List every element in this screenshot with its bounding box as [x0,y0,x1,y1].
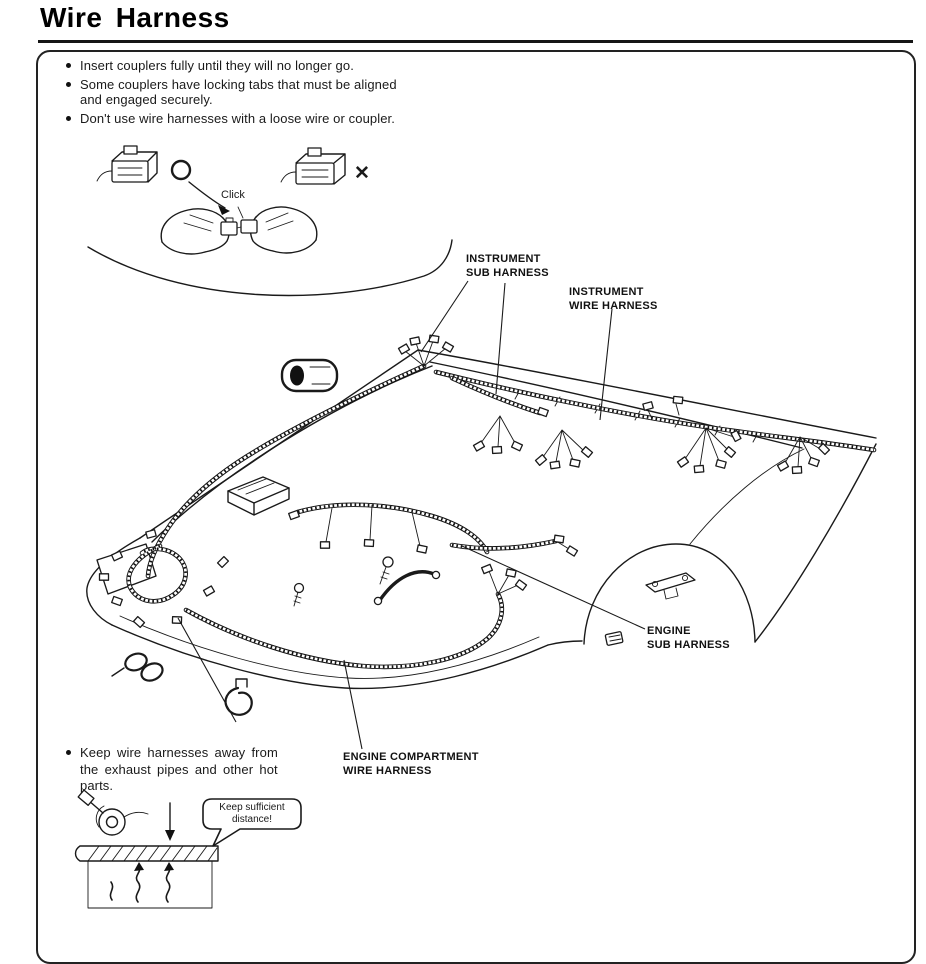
leader-lines [177,280,646,750]
label-line: SUB HARNESS [466,266,549,279]
engine-sub-connector [604,631,624,646]
bracket-part [645,572,696,600]
label-line: WIRE HARNESS [569,299,658,312]
note-item: Some couplers have locking tabs that mus… [66,77,438,108]
wire-harness-illustration [74,145,877,909]
note-text: Some couplers have locking tabs that mus… [80,76,397,108]
bullet-dot [66,115,71,121]
label-instrument-wire-harness: INSTRUMENT WIRE HARNESS [569,286,658,314]
label-line: INSTRUMENT [569,286,644,298]
label-engine-compartment-wire-harness: ENGINE COMPARTMENT WIRE HARNESS [343,751,479,779]
speech-bubble [202,798,302,847]
title-rule [38,40,913,43]
label-instrument-sub-harness: INSTRUMENT SUB HARNESS [466,253,549,281]
click-label: Click [221,189,245,201]
exhaust-illustration [74,789,219,909]
label-line: ENGINE [647,625,691,637]
harness-connectors [98,334,831,629]
label-line: WIRE HARNESS [343,764,432,777]
harness-engine-mid [298,505,556,552]
speech-bubble-text: Keep sufficient distance! [203,802,301,826]
note-item: Insert couplers fully until they will no… [66,58,438,74]
bullet-dot [66,81,71,87]
harness-engine-compartment [129,366,502,667]
caution-text: Keep wire harnesses away from the exhaus… [80,745,278,794]
coupler-notes: Insert couplers fully until they will no… [66,58,438,129]
wrong-mark: ✕ [354,163,370,184]
label-line: INSTRUMENT [466,253,541,265]
note-text: Don't use wire harnesses with a loose wi… [80,110,395,126]
manual-page: { "page": { "title": "Wire Harness" }, "… [36,2,916,964]
bubble-line: Keep sufficient [219,802,285,813]
caution-note: Keep wire harnesses away from the exhaus… [66,745,302,795]
ground-strap [373,570,441,606]
note-item: Don't use wire harnesses with a loose wi… [66,111,438,127]
relay-box [227,476,290,516]
bubble-line: distance! [231,814,273,825]
bullet-dot [66,63,71,68]
intake-duct [280,358,339,393]
note-text: Insert couplers fully until they will no… [80,58,354,73]
bullet-dot [66,750,71,755]
harness-instrument [436,372,874,450]
label-line: ENGINE COMPARTMENT [343,751,479,763]
car-body-outline [86,349,877,690]
label-engine-sub-harness: ENGINE SUB HARNESS [647,625,730,653]
page-title: Wire Harness [40,2,230,33]
bolt-parts [293,556,394,607]
coupler-inset [87,145,453,297]
clip-parts [111,652,253,716]
label-line: SUB HARNESS [647,638,730,651]
